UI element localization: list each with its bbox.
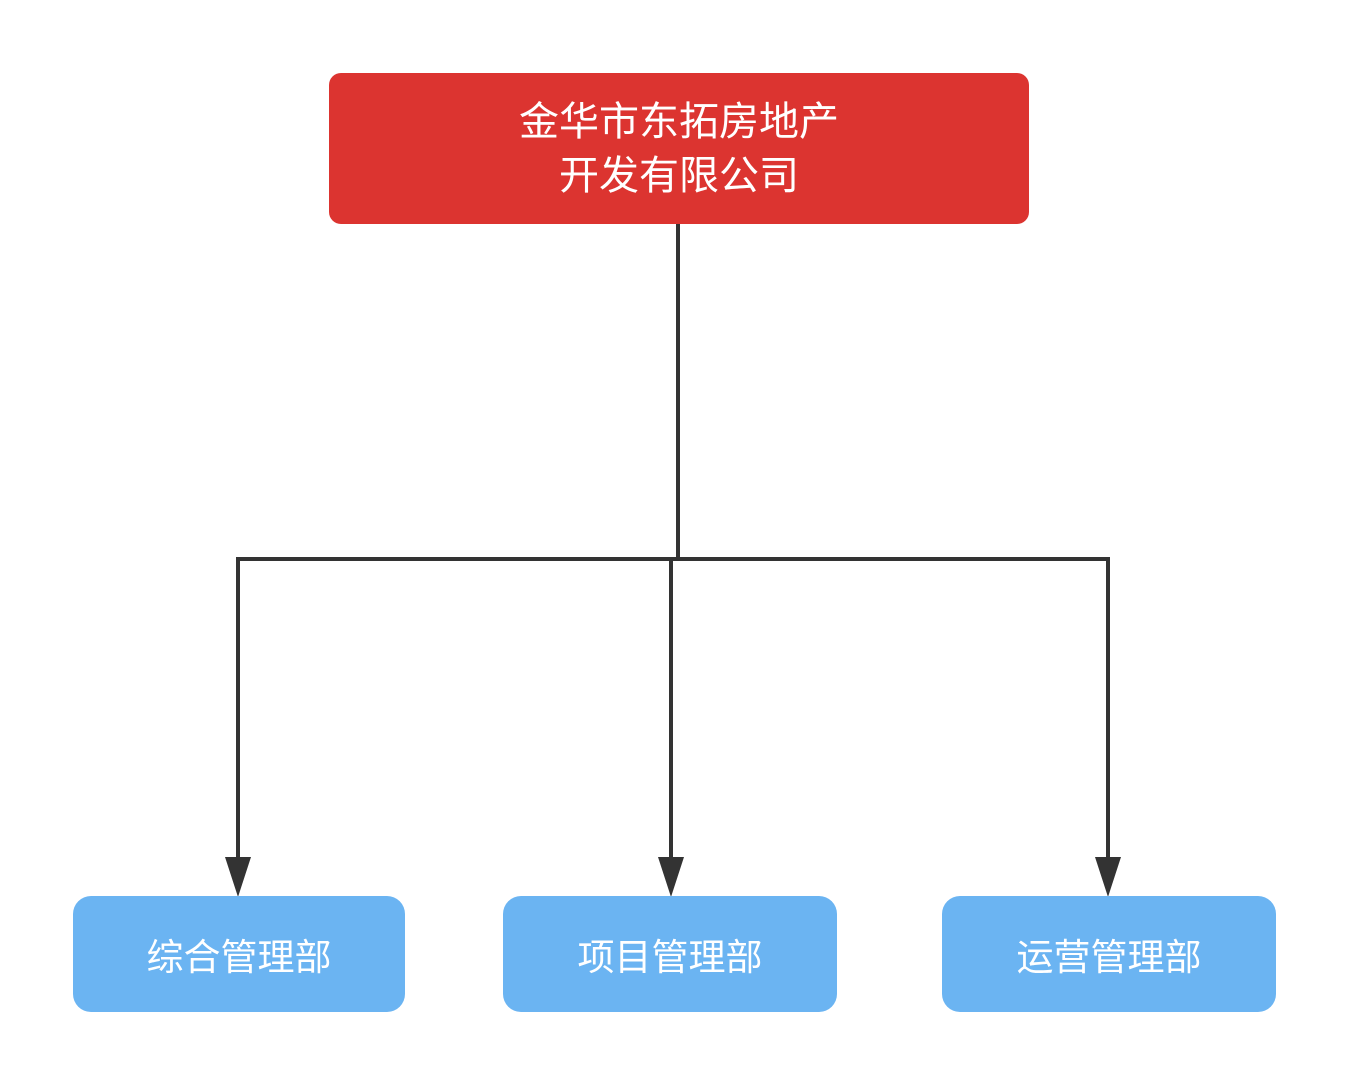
connector-rail: [236, 557, 1110, 860]
arrowhead-left-icon: [225, 857, 251, 897]
org-node-project-management: 项目管理部: [503, 896, 837, 1012]
org-node-operations-management: 运营管理部: [942, 896, 1276, 1012]
arrowhead-middle-icon: [658, 857, 684, 897]
department-label: 项目管理部: [577, 937, 763, 978]
org-node-company: 金华市东拓房地产 开发有限公司: [329, 73, 1029, 224]
department-label: 运营管理部: [1016, 937, 1202, 978]
arrowhead-right-icon: [1095, 857, 1121, 897]
company-name-line-2: 开发有限公司: [559, 153, 799, 198]
org-node-general-management: 综合管理部: [73, 896, 405, 1012]
department-label: 综合管理部: [146, 937, 332, 978]
company-name-line-1: 金华市东拓房地产: [519, 99, 839, 144]
